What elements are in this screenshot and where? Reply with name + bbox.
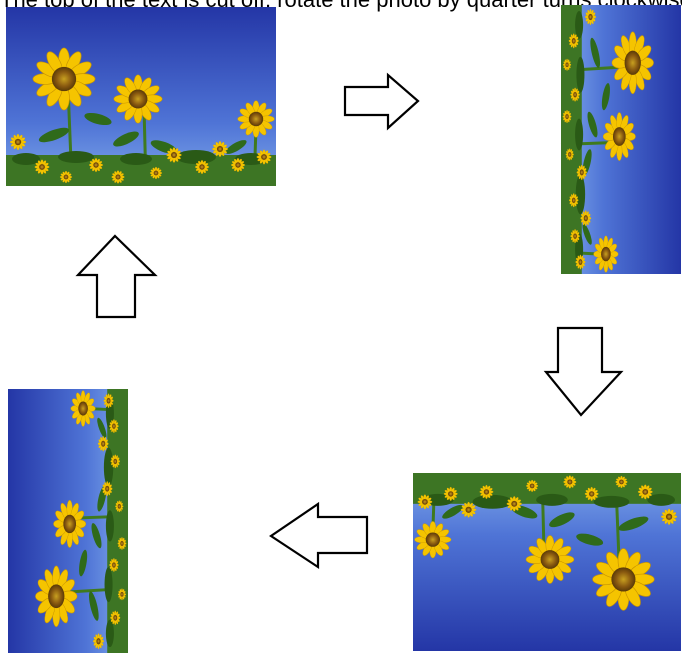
arrow-right-icon bbox=[344, 74, 420, 130]
sunflower-image bbox=[413, 473, 681, 651]
arrow-down-icon bbox=[545, 327, 623, 417]
sunflower-image bbox=[6, 7, 276, 186]
arrow-left-icon bbox=[270, 503, 368, 569]
sunflower-photo-rotated-180 bbox=[413, 473, 681, 651]
sunflower-image bbox=[500, 5, 681, 274]
arrow-up-icon bbox=[77, 235, 157, 319]
sunflower-image bbox=[8, 389, 188, 653]
sunflower-photo-original bbox=[6, 7, 276, 186]
sunflower-photo-rotated-90 bbox=[500, 5, 681, 274]
sunflower-photo-rotated-270 bbox=[8, 389, 188, 653]
